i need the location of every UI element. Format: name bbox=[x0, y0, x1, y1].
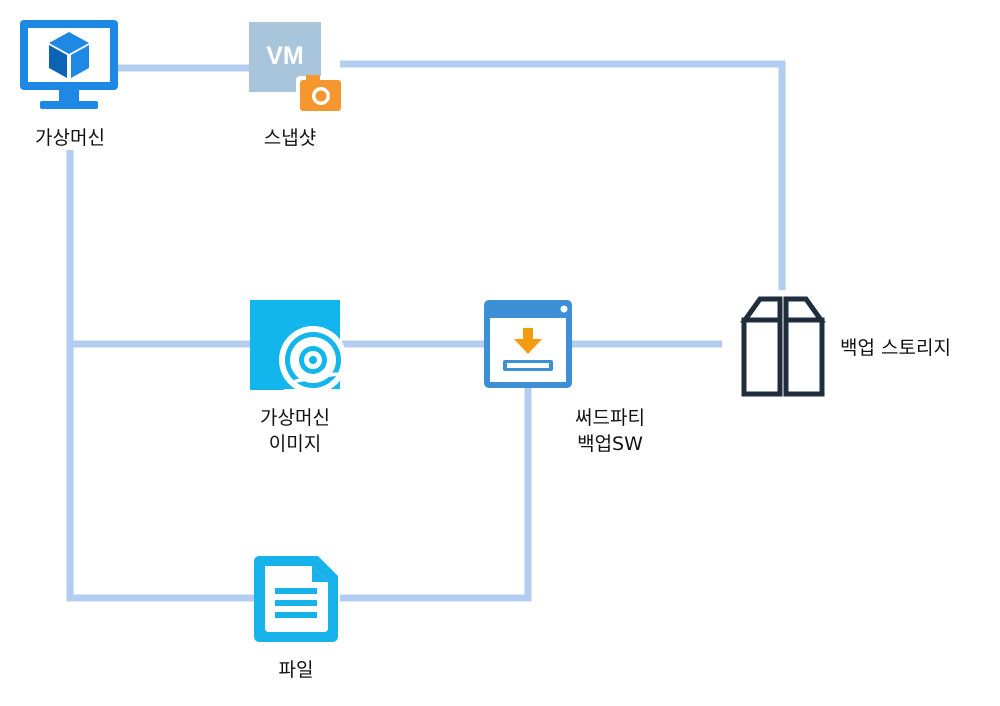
vm-label: 가상머신 bbox=[35, 127, 105, 149]
vm-image-label: 가상머신 이미지 bbox=[235, 405, 355, 457]
backup-sw-label: 써드파티 백업SW bbox=[555, 405, 665, 457]
storage-box-icon bbox=[740, 296, 826, 397]
vm-image-label-line2: 이미지 bbox=[268, 433, 322, 455]
backup-sw-label-line2: 백업SW bbox=[577, 433, 643, 455]
vm-snapshot-camera-icon: VM bbox=[249, 22, 344, 114]
document-icon bbox=[254, 556, 338, 642]
connector-snapshot-storage bbox=[340, 60, 786, 290]
vm-badge-text: VM bbox=[266, 42, 304, 70]
backup-sw-label-line1: 써드파티 bbox=[575, 407, 645, 429]
snapshot-label: 스냅샷 bbox=[263, 127, 317, 149]
download-window-icon bbox=[484, 300, 572, 388]
disc-image-icon bbox=[250, 300, 347, 394]
connector-file-sw bbox=[340, 388, 532, 602]
connector-vm-trunk bbox=[66, 150, 254, 602]
storage-label: 백업 스토리지 bbox=[840, 337, 951, 359]
file-label: 파일 bbox=[278, 659, 314, 681]
vm-image-label-line1: 가상머신 bbox=[260, 407, 330, 429]
monitor-cube-icon bbox=[20, 20, 118, 109]
